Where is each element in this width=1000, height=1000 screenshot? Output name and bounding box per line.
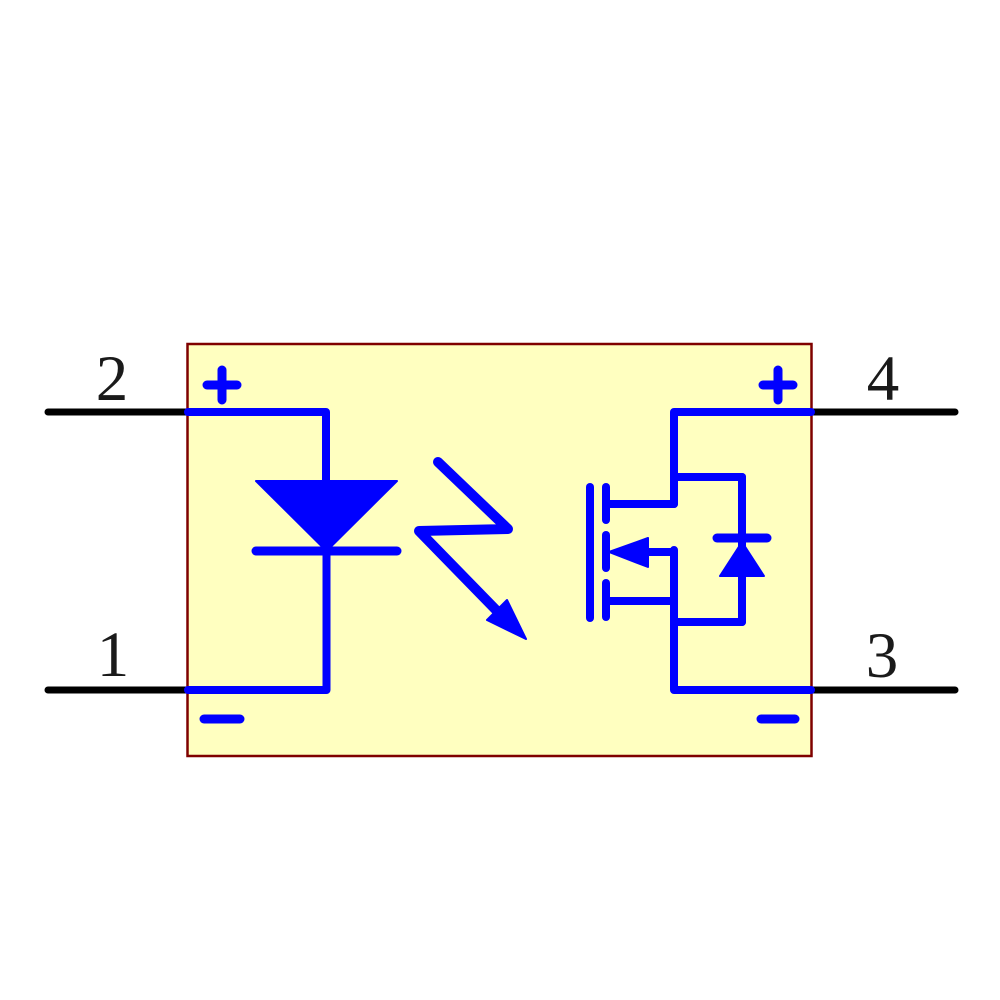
- led-anode-wire: [184, 408, 330, 487]
- led-symbol: [184, 408, 402, 694]
- led-cathode-wire: [184, 545, 331, 694]
- mosfet-source-wire: [670, 546, 815, 694]
- pin-2-plus-icon: [202, 365, 242, 405]
- light-emission-arrow-icon: [414, 457, 527, 640]
- pin-4-number: 4: [867, 343, 900, 415]
- led-triangle-icon: [255, 480, 398, 552]
- pin-4-plus-icon: [758, 365, 798, 405]
- body-diode-triangle-icon: [719, 541, 765, 577]
- pin-1-number: 1: [97, 619, 130, 691]
- light-arrow-shaft: [414, 457, 513, 616]
- mosfet-body-arrow-icon: [608, 537, 649, 568]
- light-arrow-head: [486, 599, 527, 640]
- pin-2-number: 2: [96, 343, 129, 415]
- body-diode-symbol: [670, 473, 772, 626]
- pin-3-number: 3: [866, 620, 899, 692]
